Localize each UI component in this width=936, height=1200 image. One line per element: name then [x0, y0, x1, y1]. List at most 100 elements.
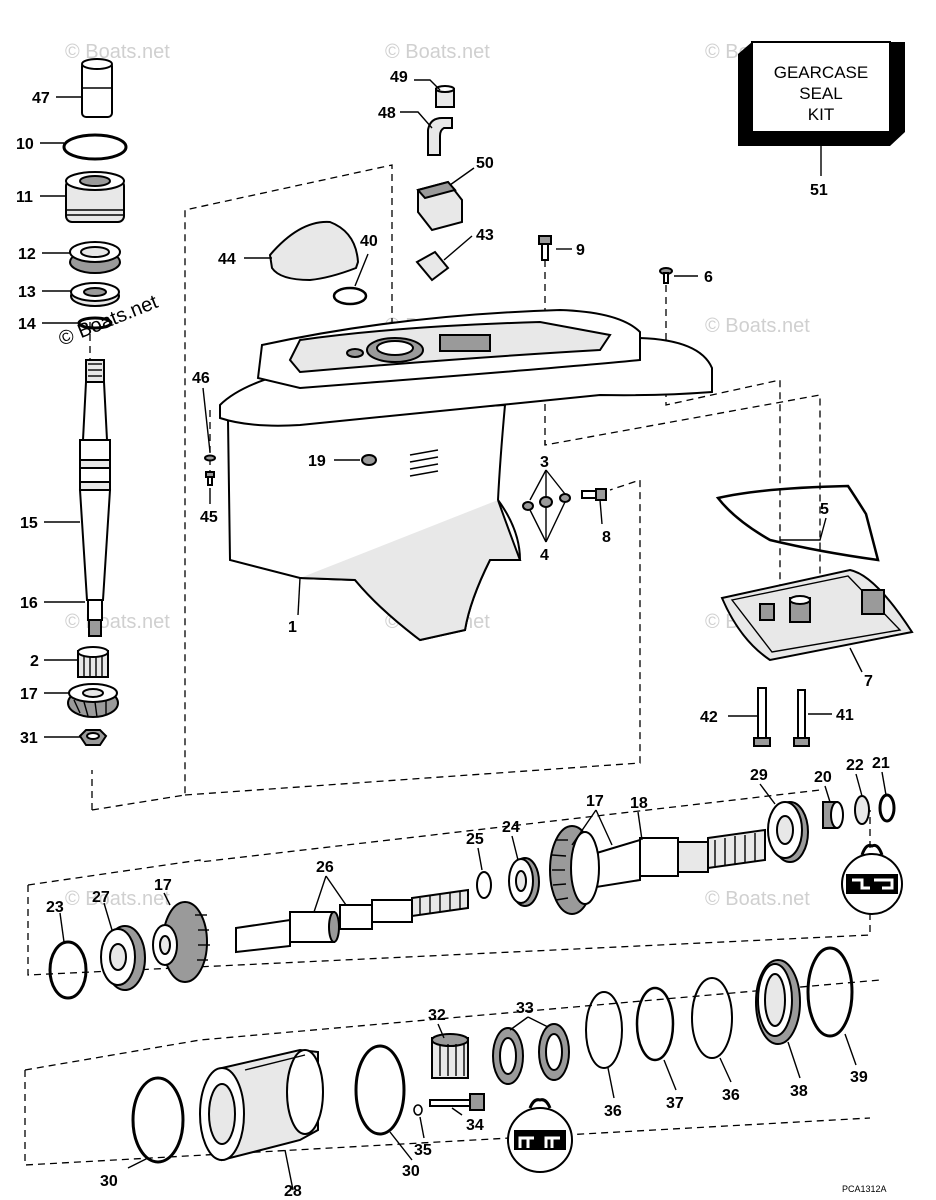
callout-6: 6	[704, 269, 713, 286]
callout-46: 46	[192, 370, 210, 387]
shift-shaft-part	[235, 888, 469, 954]
ring-part	[806, 946, 854, 1038]
callout-28: 28	[284, 1183, 302, 1200]
callout-49: 49	[390, 69, 408, 86]
bearing-part	[767, 801, 809, 863]
callout-17: 17	[20, 686, 38, 703]
callout-1: 1	[288, 619, 297, 636]
callout-7: 7	[864, 673, 873, 690]
o-ring-part	[354, 1044, 406, 1136]
callout-32: 32	[428, 1007, 446, 1024]
needle-bearing-part	[77, 646, 109, 678]
bearing-part	[755, 959, 801, 1045]
callout-14: 14	[18, 316, 36, 333]
needle-bearing-part	[431, 1033, 469, 1079]
callout-15: 15	[20, 515, 38, 532]
boss-part	[759, 589, 885, 623]
callout-16: 16	[20, 595, 38, 612]
top-small-parts	[268, 85, 673, 306]
kit-label-line1: GEARCASE	[774, 63, 868, 82]
callout-5: 5	[820, 501, 829, 518]
callout-41: 41	[836, 707, 854, 724]
screw-part	[659, 267, 673, 284]
callout-40: 40	[360, 233, 378, 250]
retaining-ring-part	[635, 986, 675, 1062]
nut-part	[78, 729, 108, 746]
callout-22: 22	[846, 757, 864, 774]
callout-47: 47	[32, 90, 50, 107]
sleeve-part	[81, 58, 113, 118]
callout-51: 51	[810, 182, 828, 199]
left-shaft-stack	[62, 58, 128, 746]
housing-fasteners	[204, 454, 607, 511]
callout-31: 31	[20, 730, 38, 747]
o-ring-part	[332, 286, 368, 306]
callout-12: 12	[18, 246, 36, 263]
callout-30: 30	[402, 1163, 420, 1180]
seal-part	[878, 793, 896, 823]
watermark: © Boats.net	[705, 888, 810, 910]
callout-45: 45	[200, 509, 218, 526]
plug-part	[361, 454, 377, 466]
pinion-gear-part	[67, 683, 119, 718]
callout-4: 4	[540, 547, 549, 564]
drive-shaft-part	[78, 359, 112, 637]
callout-36: 36	[604, 1103, 622, 1120]
propeller-shaft-part	[589, 828, 766, 890]
screw-part	[538, 235, 552, 261]
seal-part	[545, 1033, 563, 1071]
callout-8: 8	[602, 529, 611, 546]
ring-part	[48, 940, 88, 1000]
screw-part	[581, 488, 607, 501]
bearing-carrier-part	[199, 1048, 324, 1162]
needle-bearing-part	[822, 801, 844, 829]
o-ring-part	[62, 133, 128, 161]
bearing-carrier-row	[131, 946, 854, 1173]
callout-27: 27	[92, 889, 110, 906]
propeller-shaft-row	[48, 793, 903, 1000]
watermark: © Boats.net	[705, 315, 810, 337]
washer-part	[539, 496, 553, 508]
callout-37: 37	[666, 1095, 684, 1112]
callout-38: 38	[790, 1083, 808, 1100]
callout-23: 23	[46, 899, 64, 916]
callout-24: 24	[502, 819, 520, 836]
cover-plate-part	[415, 250, 450, 282]
callout-21: 21	[872, 755, 890, 772]
watermark: © Boats.net	[385, 41, 490, 63]
kit-label-line2: SEAL	[799, 84, 842, 103]
callout-17: 17	[154, 877, 172, 894]
washer-part	[204, 454, 216, 462]
watermark: © Boats.net	[65, 611, 170, 633]
seal-lip-icon	[507, 1098, 573, 1173]
callout-29: 29	[750, 767, 768, 784]
callout-19: 19	[308, 453, 326, 470]
bolt-part	[793, 689, 810, 747]
water-tube-cap-part	[268, 220, 360, 282]
watermark: © Boats.net	[65, 888, 170, 910]
callout-43: 43	[476, 227, 494, 244]
callout-3: 3	[540, 454, 549, 471]
o-ring-part	[131, 1076, 185, 1164]
callout-30: 30	[100, 1173, 118, 1190]
leader-lines	[40, 79, 887, 1191]
bearing-part	[100, 925, 146, 991]
callout-42: 42	[700, 709, 718, 726]
callout-48: 48	[378, 105, 396, 122]
gasket-part	[715, 484, 880, 562]
bearing-part	[69, 241, 121, 274]
callout-25: 25	[466, 831, 484, 848]
bolt-part	[753, 687, 771, 747]
side-cover-assembly	[715, 484, 914, 747]
callout-17: 17	[586, 793, 604, 810]
grommet-part	[416, 180, 463, 232]
washer-part	[559, 493, 571, 503]
callout-numbers: 47 10 11 12 13 14 15 16 2 17 31 49 48 50…	[16, 69, 890, 1200]
callout-36: 36	[722, 1087, 740, 1104]
seal-part	[499, 1037, 517, 1075]
screw-part	[205, 471, 215, 486]
seal-part	[70, 282, 120, 307]
o-ring-part	[413, 1104, 423, 1116]
callout-18: 18	[630, 795, 648, 812]
